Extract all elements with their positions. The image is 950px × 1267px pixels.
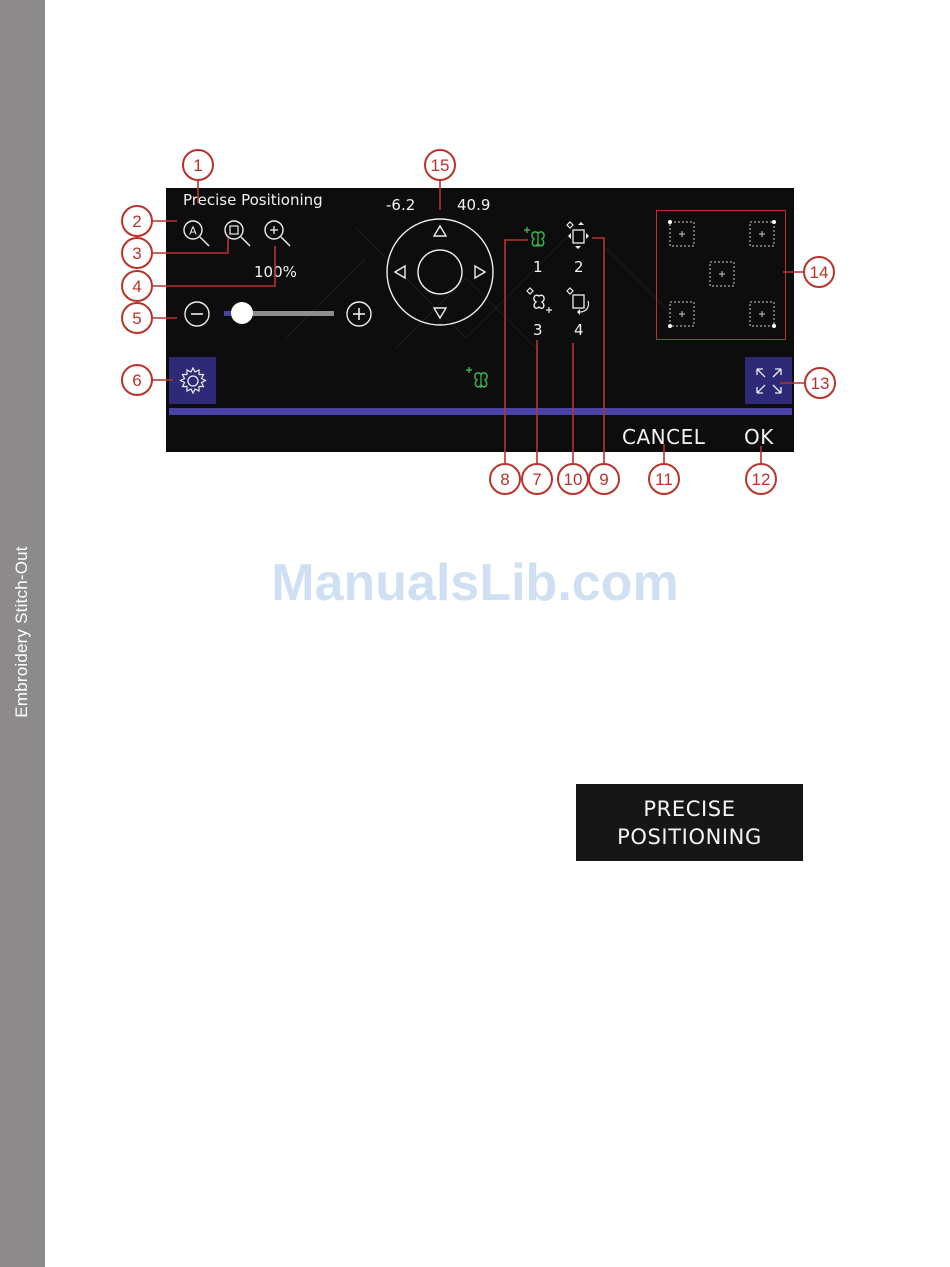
- expand-arrows-icon: [754, 366, 784, 396]
- position-options-grid[interactable]: [656, 210, 786, 340]
- move-design-mode-icon[interactable]: [524, 225, 554, 255]
- callout-marker: [522, 464, 552, 494]
- callout-marker: [589, 464, 619, 494]
- zoom-in-button[interactable]: [345, 300, 373, 328]
- callout-number: 6: [132, 371, 141, 390]
- callout-number: 4: [132, 277, 141, 296]
- zoom-in-icon[interactable]: [263, 218, 295, 250]
- watermark: ManualsLib.com: [0, 553, 950, 613]
- status-bar: [169, 408, 792, 415]
- move-down-arrow-icon[interactable]: [434, 308, 446, 318]
- callout-marker: [746, 464, 776, 494]
- manual-sidebar: Embroidery Stitch-Out: [0, 0, 45, 1267]
- svg-text:A: A: [189, 225, 197, 238]
- callout-marker: [805, 368, 835, 398]
- callout-number: 8: [500, 470, 509, 489]
- move-stitch-point-mode-icon[interactable]: [564, 221, 594, 253]
- zoom-out-button[interactable]: [183, 300, 211, 328]
- callout-number: 12: [752, 470, 771, 489]
- callout-number: 15: [431, 156, 450, 175]
- wheel-center-button[interactable]: [418, 250, 462, 294]
- precise-positioning-line-2: POSITIONING: [617, 823, 762, 851]
- zoom-level: 100%: [254, 263, 297, 281]
- ok-button[interactable]: OK: [744, 425, 774, 449]
- callout-marker: [183, 150, 213, 180]
- callout-marker: [122, 271, 152, 301]
- callout-number: 11: [655, 470, 673, 489]
- settings-button[interactable]: [169, 357, 216, 404]
- precise-positioning-screen: Precise Positioning A 100% -6.2 40.9: [166, 188, 794, 452]
- cancel-button[interactable]: CANCEL: [622, 425, 705, 449]
- callout-number: 10: [564, 470, 583, 489]
- rotate-at-point-mode-icon[interactable]: [564, 287, 594, 317]
- page-title: Precise Positioning: [183, 191, 323, 209]
- mode-number-3: 3: [533, 321, 543, 339]
- callout-number: 14: [810, 263, 829, 282]
- callout-marker: [122, 206, 152, 236]
- callout-marker: [425, 150, 455, 180]
- callout-marker: [558, 464, 588, 494]
- precise-positioning-button[interactable]: PRECISE POSITIONING: [576, 784, 803, 861]
- position-wheel[interactable]: [385, 216, 495, 328]
- zoom-slider-thumb[interactable]: [231, 302, 253, 324]
- callout-marker: [122, 365, 152, 395]
- callout-marker: [122, 238, 152, 268]
- callout-number: 5: [132, 309, 141, 328]
- callout-marker: [649, 464, 679, 494]
- mode-number-1: 1: [533, 258, 543, 276]
- gear-icon: [178, 366, 208, 396]
- precise-positioning-line-1: PRECISE: [643, 795, 735, 823]
- fullscreen-button[interactable]: [745, 357, 792, 404]
- callout-marker: [122, 303, 152, 333]
- callout-number: 2: [132, 212, 141, 231]
- move-up-arrow-icon[interactable]: [434, 226, 446, 236]
- callout-number: 7: [532, 470, 541, 489]
- callout-marker: [804, 257, 834, 287]
- callout-number: 13: [811, 374, 830, 393]
- move-left-arrow-icon[interactable]: [395, 266, 405, 278]
- callout-number: 9: [599, 470, 608, 489]
- mode-number-4: 4: [574, 321, 584, 339]
- move-design-to-point-mode-icon[interactable]: [524, 287, 554, 317]
- design-butterfly-icon: [466, 365, 498, 397]
- zoom-to-box-icon[interactable]: [223, 218, 255, 250]
- x-coordinate: -6.2: [386, 196, 415, 214]
- move-right-arrow-icon[interactable]: [475, 266, 485, 278]
- mode-number-2: 2: [574, 258, 584, 276]
- callout-marker: [490, 464, 520, 494]
- callout-number: 3: [132, 244, 141, 263]
- zoom-all-icon[interactable]: A: [182, 218, 214, 250]
- y-coordinate: 40.9: [457, 196, 490, 214]
- callout-number: 1: [193, 156, 202, 175]
